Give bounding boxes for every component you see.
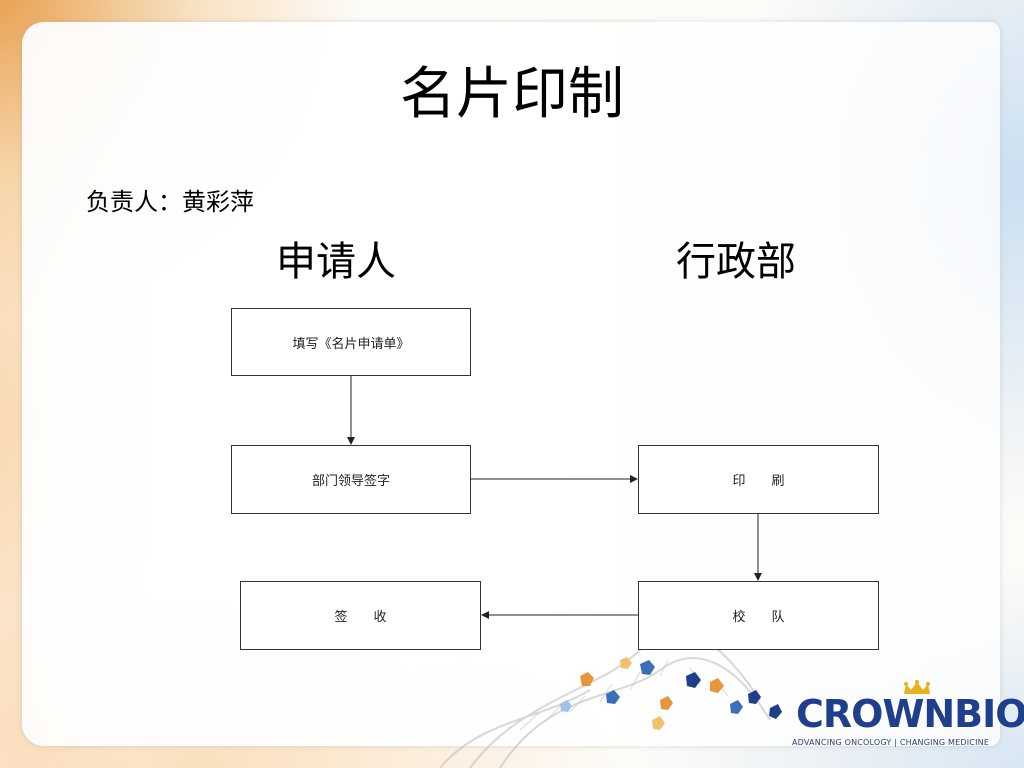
crown-icon bbox=[904, 680, 930, 694]
logo-wordmark: CROWNBIO bbox=[796, 692, 1024, 736]
step-proofread: 校 队 bbox=[638, 581, 879, 650]
step-fill-form: 填写《名片申请单》 bbox=[231, 308, 471, 376]
step-receive: 签 收 bbox=[240, 581, 481, 650]
lane-label-admin: 行政部 bbox=[676, 239, 796, 285]
step-proofread-label: 校 队 bbox=[732, 610, 785, 625]
logo-tagline: ADVANCING ONCOLOGY | CHANGING MEDICINE bbox=[792, 738, 990, 747]
step-receive-label: 签 收 bbox=[334, 610, 387, 625]
lane-label-applicant: 申请人 bbox=[276, 239, 396, 285]
step-leader-sign-label: 部门领导签字 bbox=[311, 474, 390, 489]
crownbio-logo: CROWNBIO ADVANCING ONCOLOGY | CHANGING M… bbox=[790, 680, 1024, 754]
owner-line: 负责人：黄彩萍 bbox=[86, 188, 254, 216]
slide-title: 名片印制 bbox=[400, 62, 624, 127]
step-fill-form-label: 填写《名片申请单》 bbox=[292, 336, 410, 352]
step-print: 印 刷 bbox=[638, 445, 879, 514]
step-print-label: 印 刷 bbox=[732, 474, 785, 489]
step-leader-sign: 部门领导签字 bbox=[231, 445, 471, 514]
